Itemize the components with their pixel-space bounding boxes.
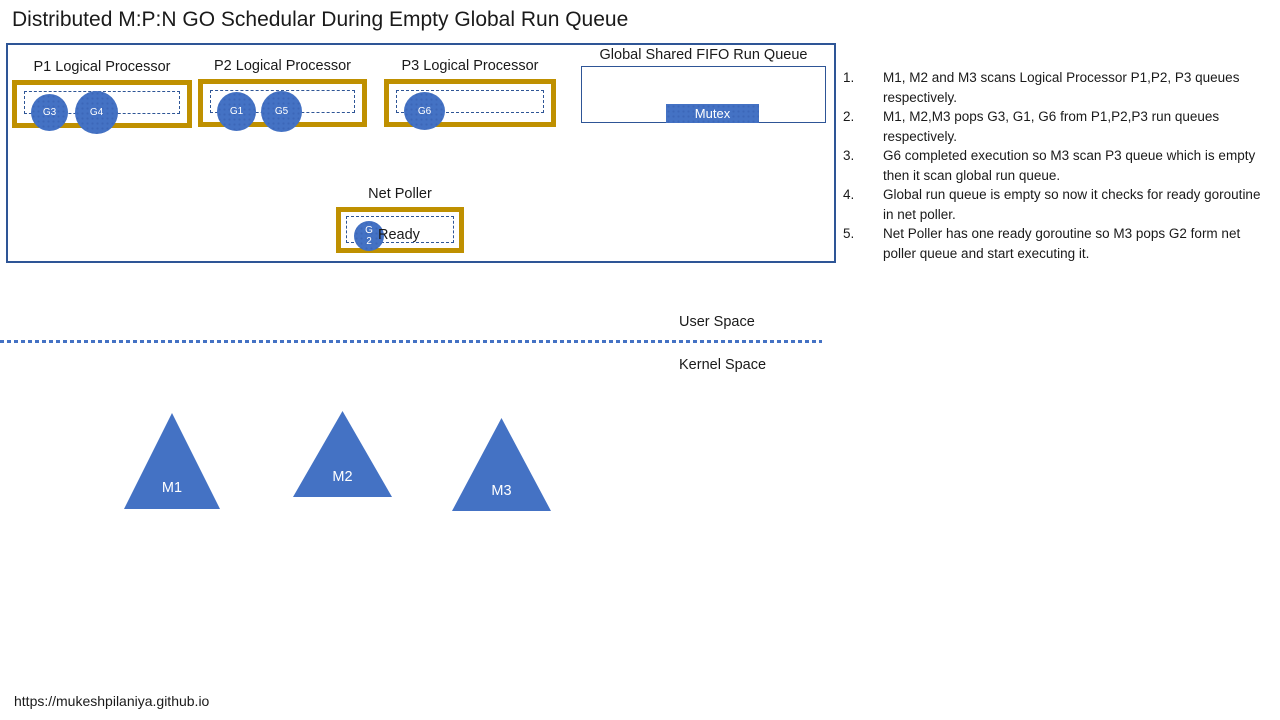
list-item: 4. Global run queue is empty so now it c… [843,185,1263,224]
list-item: 5. Net Poller has one ready goroutine so… [843,224,1263,263]
kernel-space-label: Kernel Space [679,357,767,373]
net-poller-box: G 2 Ready [336,207,464,253]
machine-thread-label: M2 [332,469,353,485]
list-item: 2. M1, M2,M3 pops G3, G1, G6 from P1,P2,… [843,107,1263,146]
triangle-icon [452,418,551,511]
processor-caption: P1 Logical Processor [33,59,171,75]
net-poller-group: Net Poller G 2 Ready [336,185,464,253]
list-item-text: Net Poller has one ready goroutine so M3… [883,226,1241,261]
goroutine-g2-line2: 2 [366,236,372,247]
user-space-container: P1 Logical Processor G3 G4 P2 Logical Pr… [6,43,836,263]
goroutine-g6[interactable]: G6 [404,92,445,130]
logical-processor-p1: P1 Logical Processor G3 G4 [12,58,192,134]
local-run-queue: G1 G5 [210,90,355,132]
machine-thread-m2[interactable]: M2 [293,411,392,497]
global-run-queue-group: Global Shared FIFO Run Queue Mutex [577,46,830,123]
machine-thread-label: M1 [161,480,183,496]
triangle-icon [293,411,392,497]
footer-url[interactable]: https://mukeshpilaniya.github.io [14,693,210,709]
list-item-text: M1, M2,M3 pops G3, G1, G6 from P1,P2,P3 … [883,109,1220,144]
list-item-number: 2. [843,109,855,124]
goroutine-g3[interactable]: G3 [31,94,68,131]
list-item-text: M1, M2 and M3 scans Logical Processor P1… [883,70,1240,105]
user-kernel-divider [0,340,822,343]
list-item-text: Global run queue is empty so now it chec… [883,187,1261,222]
processor-box: G1 G5 [198,79,367,132]
list-item: 3. G6 completed execution so M3 scan P3 … [843,146,1263,185]
goroutine-g2-line1: G [365,225,373,236]
net-poller-caption: Net Poller [368,186,432,202]
machine-thread-label: M3 [491,483,512,499]
user-space-label: User Space [679,314,755,330]
goroutine-g4[interactable]: G4 [75,91,118,134]
list-item-number: 4. [843,187,855,202]
net-poller-status-label: Ready [378,227,420,243]
local-run-queue: G3 G4 [24,91,180,134]
list-item-text: G6 completed execution so M3 scan P3 que… [883,148,1256,183]
goroutine-g1[interactable]: G1 [217,92,256,131]
list-item: 1. M1, M2 and M3 scans Logical Processor… [843,68,1263,107]
processor-caption: P3 Logical Processor [401,58,539,74]
goroutine-g5[interactable]: G5 [261,91,302,132]
list-item-number: 3. [843,148,855,163]
net-poller-queue: G 2 Ready [346,216,454,251]
list-item-number: 5. [843,226,855,241]
goroutine-g2[interactable]: G 2 [354,221,384,251]
list-item-number: 1. [843,70,855,85]
machine-thread-m1[interactable]: M1 [124,413,220,509]
local-run-queue: G6 [396,90,544,130]
global-run-queue-box: Mutex [581,66,826,123]
processor-box: G6 [384,79,556,130]
processor-caption: P2 Logical Processor [213,58,351,74]
logical-processor-p3: P3 Logical Processor G6 [384,57,556,130]
steps-list: 1. M1, M2 and M3 scans Logical Processor… [843,68,1263,263]
global-run-queue-caption: Global Shared FIFO Run Queue [599,47,808,63]
machine-thread-m3[interactable]: M3 [452,418,551,511]
mutex-badge: Mutex [666,104,759,123]
logical-processor-p2: P2 Logical Processor G1 G5 [198,57,367,132]
processor-box: G3 G4 [12,80,192,134]
triangle-icon [124,413,220,509]
page-title: Distributed M:P:N GO Schedular During Em… [12,8,629,31]
